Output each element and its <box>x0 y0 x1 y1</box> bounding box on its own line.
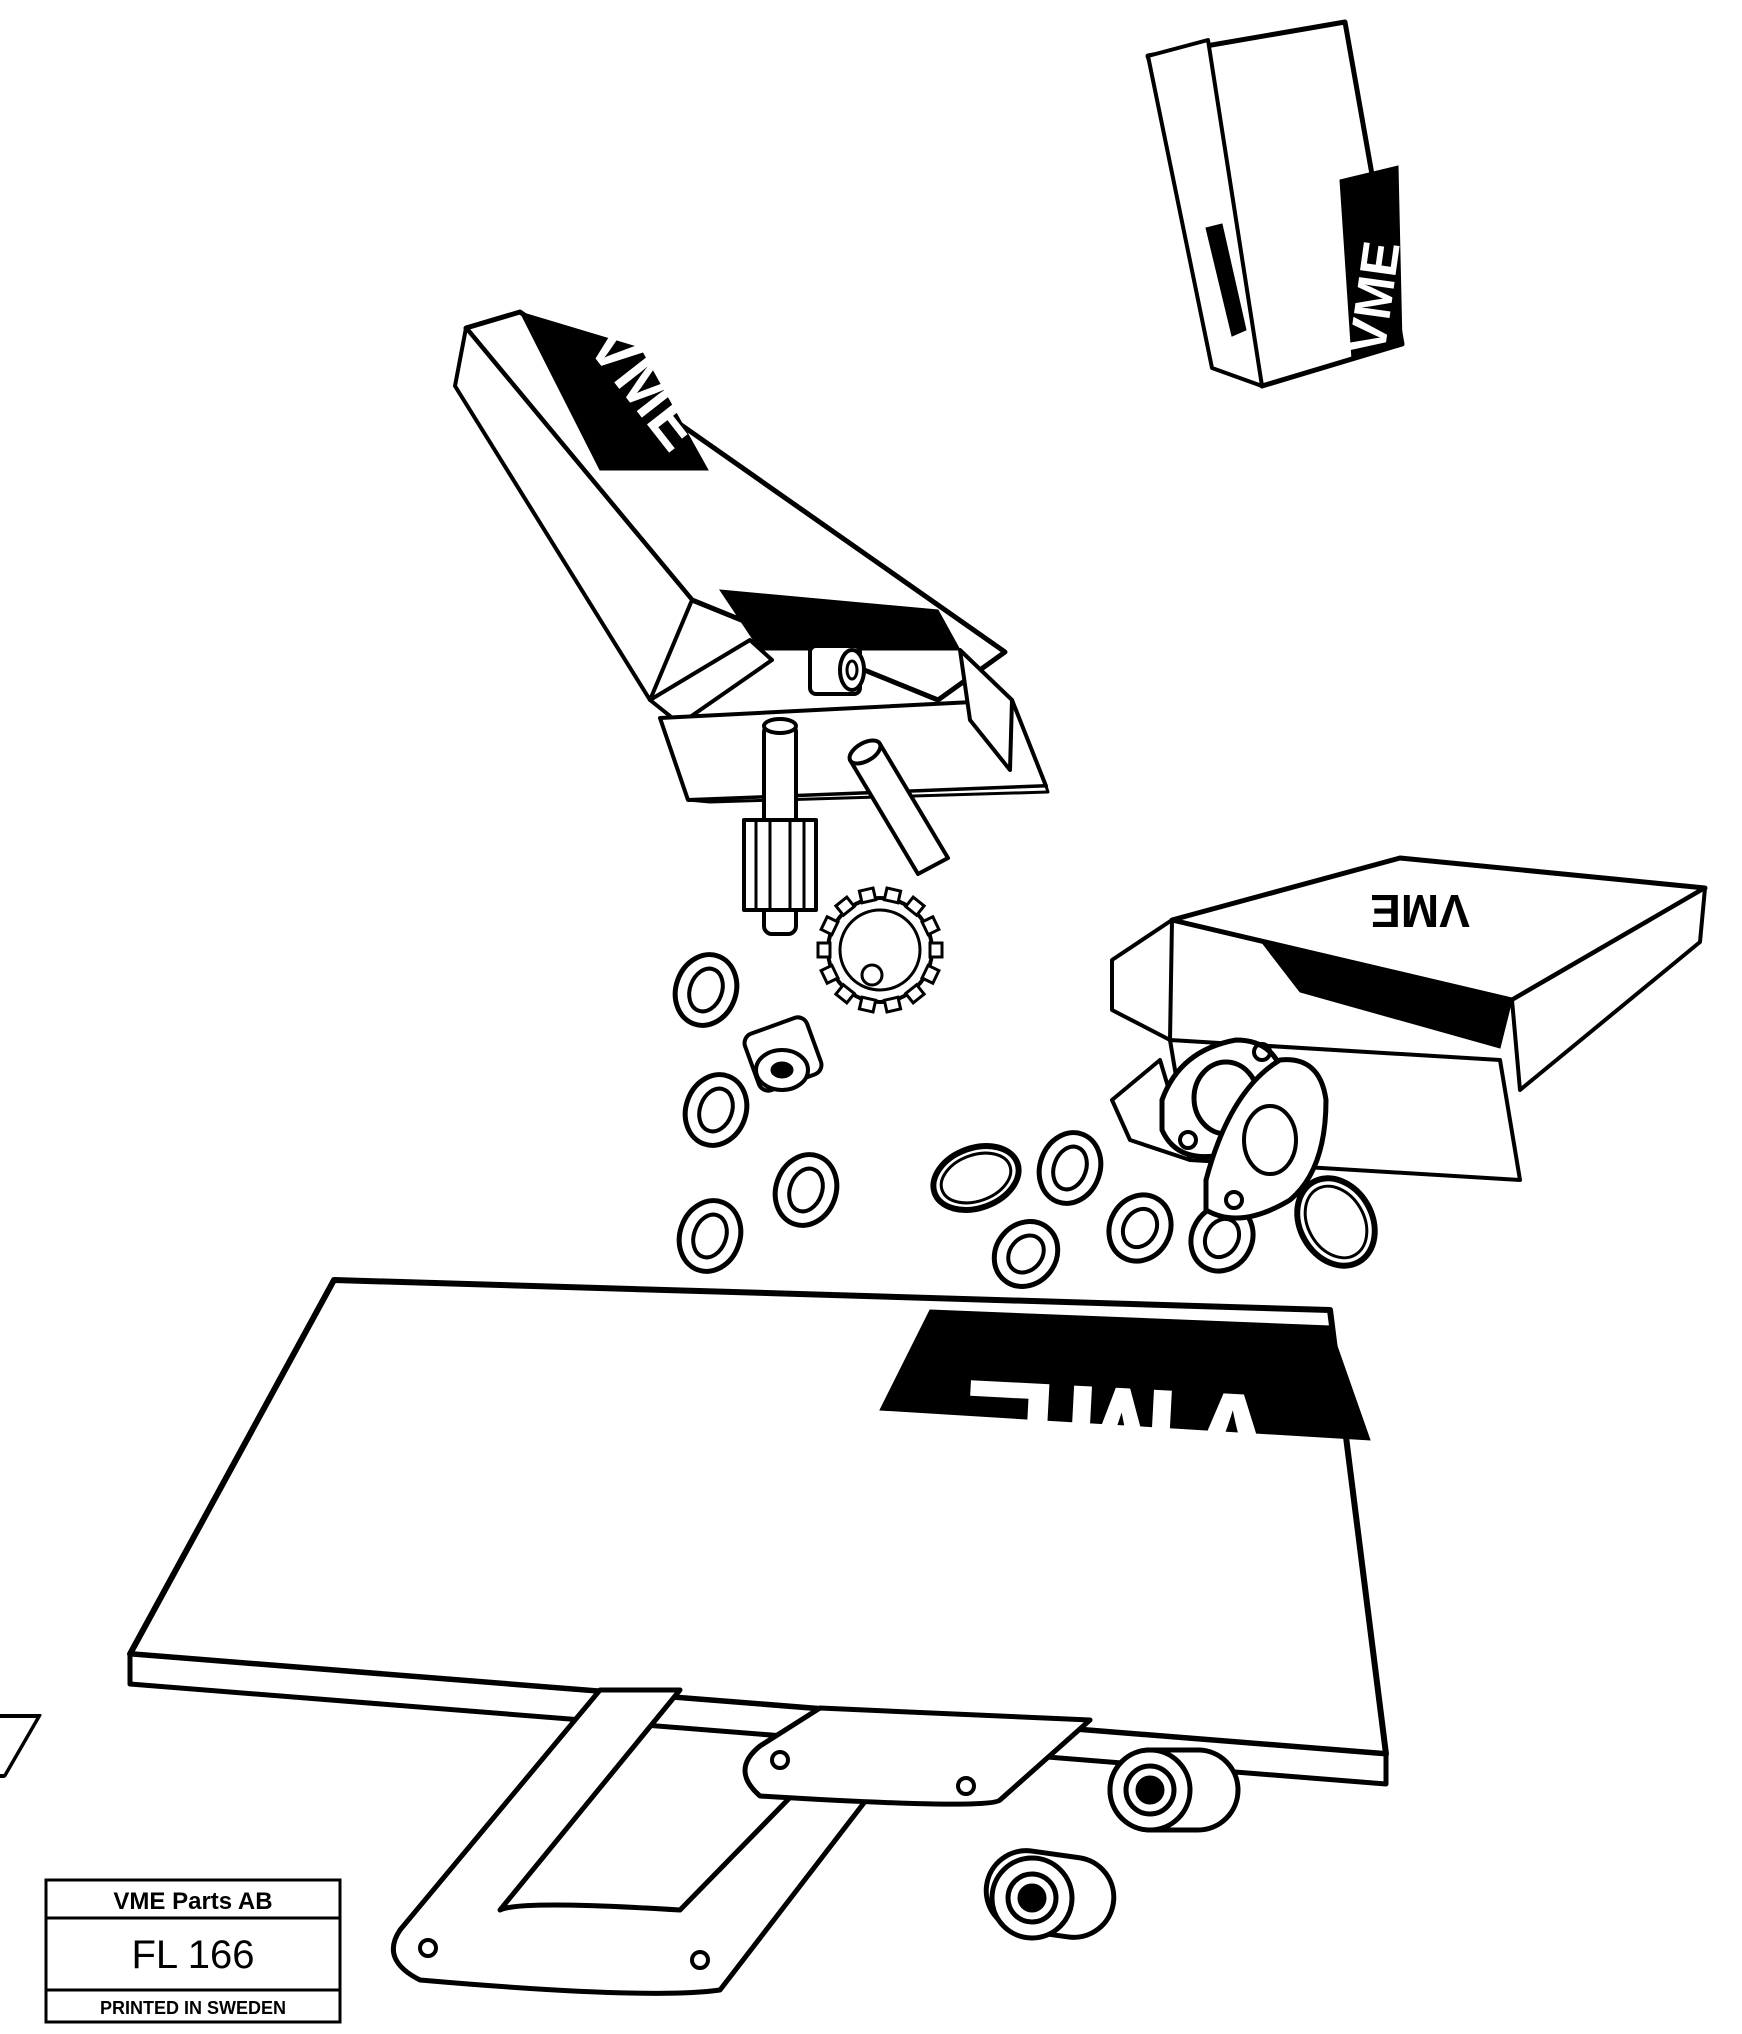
gear-tooth <box>903 982 927 1005</box>
gear-tooth <box>928 941 944 959</box>
gear-on-shaft <box>742 818 818 912</box>
ball-bearing-right <box>1107 1747 1241 1833</box>
washer <box>1106 1192 1174 1264</box>
gear-tooth <box>833 895 857 918</box>
washer <box>682 1072 750 1148</box>
bushing-middle <box>742 1015 824 1093</box>
gear-tooth <box>857 886 878 905</box>
vme-logo-right-box: VME <box>1370 885 1470 937</box>
gear-tooth <box>816 941 832 959</box>
small-box-top-right: VME <box>1145 19 1412 389</box>
washer <box>991 1219 1061 1289</box>
vme-logo-large-box: VME <box>953 1350 1282 1524</box>
title-block: VME Parts AB FL 166 PRINTED IN SWEDEN <box>44 1878 342 2024</box>
title-block-company: VME Parts AB <box>113 1888 272 1915</box>
dowel-pin <box>847 738 950 876</box>
cover-gasket-large <box>390 1687 923 1996</box>
gear-tooth <box>903 895 927 918</box>
cover-gasket-small <box>0 1705 1093 1807</box>
gear-tooth <box>819 963 840 986</box>
gear-tooth <box>819 914 840 937</box>
large-flat-box: VME <box>127 1277 1389 1787</box>
gear-tooth <box>920 963 941 986</box>
gear-tooth <box>882 995 903 1014</box>
gear-tooth <box>833 982 857 1005</box>
gear-tooth <box>857 995 878 1014</box>
title-block-code: FL 166 <box>131 1933 254 1977</box>
flange-gasket-dotted <box>1203 1057 1329 1221</box>
washer <box>672 952 740 1028</box>
gear-tooth <box>882 886 903 905</box>
o-ring <box>1294 1175 1378 1269</box>
gear-loose <box>816 886 944 1014</box>
o-ring <box>930 1143 1022 1213</box>
open-box-upper-middle: VME <box>453 309 1050 804</box>
washers <box>672 952 1378 1289</box>
washer <box>1036 1130 1104 1206</box>
gear-tooth <box>920 914 941 937</box>
ball-bearing-left <box>983 1848 1117 1941</box>
title-block-footer: PRINTED IN SWEDEN <box>100 1998 286 2018</box>
washer <box>676 1198 744 1274</box>
washer <box>772 1152 840 1228</box>
bushing-top <box>808 644 866 696</box>
